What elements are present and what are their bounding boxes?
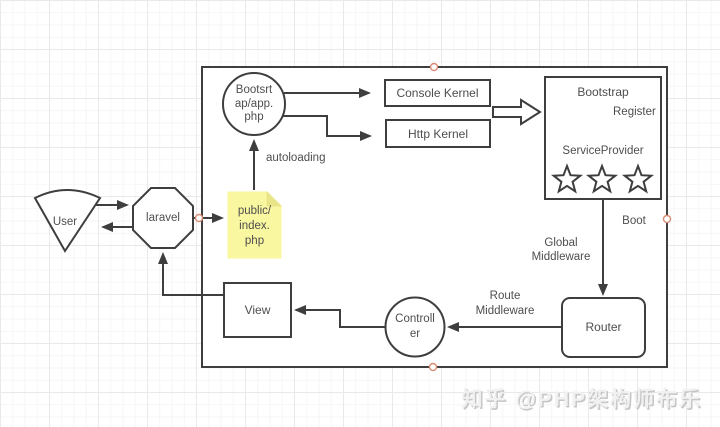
- console-kernel-box[interactable]: [384, 79, 491, 107]
- star-icon: [621, 163, 655, 194]
- edge-view-to-laravel[interactable]: [158, 252, 223, 296]
- connection-point-dot[interactable]: [429, 62, 439, 72]
- user-shape[interactable]: [33, 189, 102, 253]
- laravel-shape[interactable]: [132, 187, 194, 249]
- watermark: 知乎 @PHP架构师布乐: [461, 388, 702, 411]
- connection-point-dot[interactable]: [428, 362, 438, 372]
- controller-circle[interactable]: [384, 296, 446, 358]
- index-note-shape[interactable]: [227, 191, 282, 259]
- connection-point-dot[interactable]: [662, 214, 672, 224]
- edge-bootstrapfile-to-http-kernel[interactable]: [282, 115, 372, 141]
- connection-point-dot[interactable]: [194, 213, 204, 223]
- kernels-to-bootstrap-block-arrow[interactable]: [492, 98, 542, 126]
- router-box[interactable]: [561, 297, 646, 358]
- view-box[interactable]: [223, 282, 292, 338]
- star-icon: [585, 163, 619, 194]
- edge-controller-to-view[interactable]: [294, 305, 386, 328]
- star-icon: [550, 163, 584, 194]
- index-note-fold: [266, 190, 283, 207]
- http-kernel-box[interactable]: [385, 119, 491, 148]
- bootstrap-file-circle[interactable]: [222, 72, 286, 136]
